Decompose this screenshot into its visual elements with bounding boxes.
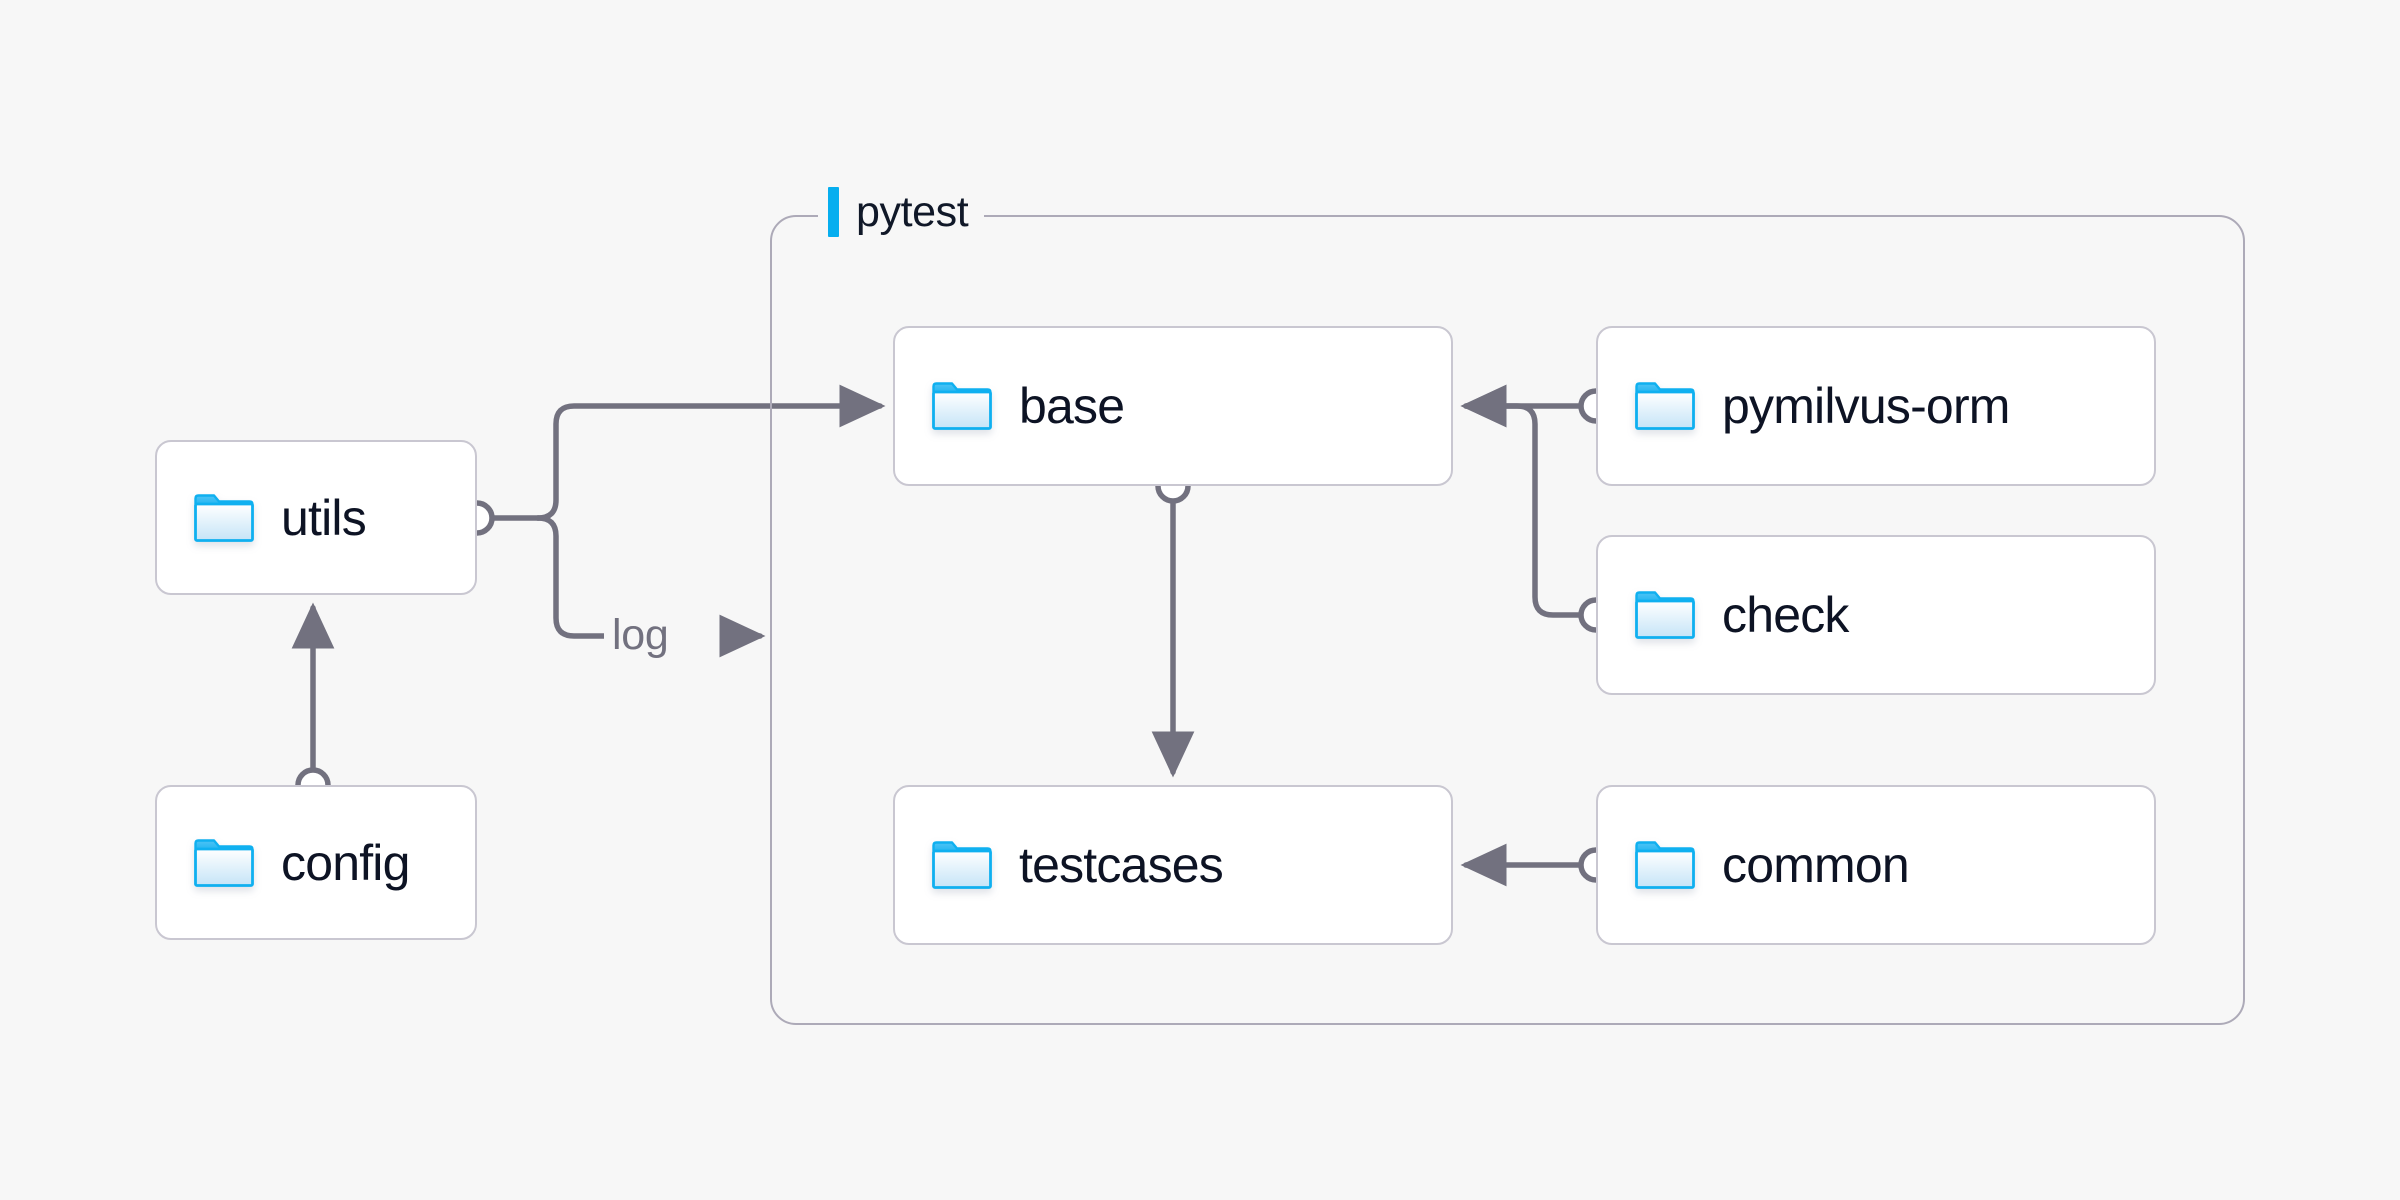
folder-icon	[931, 381, 993, 431]
node-label: pymilvus-orm	[1722, 378, 2010, 434]
node-label: config	[281, 834, 410, 891]
folder-icon	[1634, 590, 1696, 640]
group-pytest[interactable]	[770, 215, 2245, 1025]
node-testcases[interactable]: testcases	[893, 785, 1453, 945]
group-accent-bar	[828, 187, 839, 237]
node-base[interactable]: base	[893, 326, 1453, 486]
group-pytest-label: pytest	[818, 183, 985, 241]
node-pymilvus-orm[interactable]: pymilvus-orm	[1596, 326, 2156, 486]
node-label: base	[1019, 378, 1125, 434]
node-label: check	[1722, 587, 1849, 643]
node-label: common	[1722, 837, 1910, 893]
group-title: pytest	[856, 187, 969, 236]
edge-label-log: log	[604, 614, 677, 657]
folder-icon	[1634, 381, 1696, 431]
folder-icon	[1634, 840, 1696, 890]
node-common[interactable]: common	[1596, 785, 2156, 945]
node-check[interactable]: check	[1596, 535, 2156, 695]
node-utils[interactable]: utils	[155, 440, 477, 595]
edge-utils-to-pytest-log	[535, 515, 613, 639]
node-label: utils	[281, 489, 367, 546]
folder-icon	[931, 840, 993, 890]
node-config[interactable]: config	[155, 785, 477, 940]
node-label: testcases	[1019, 837, 1224, 893]
folder-icon	[193, 838, 255, 888]
folder-icon	[193, 493, 255, 543]
